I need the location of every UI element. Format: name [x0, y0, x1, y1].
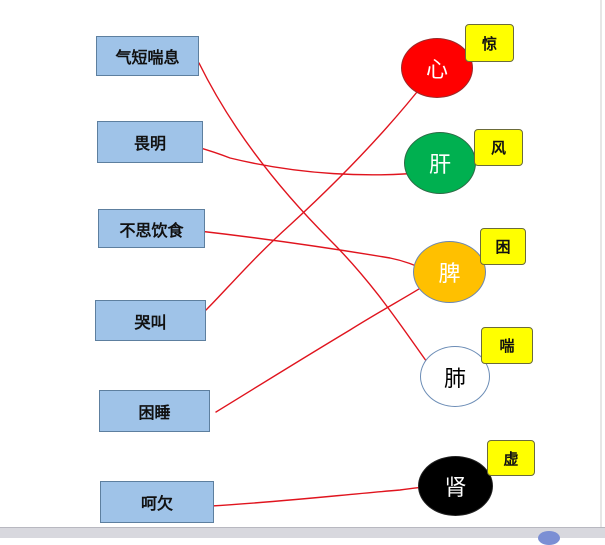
organ-label: 脾 [438, 262, 461, 287]
symptom-box-sleepiness: 困睡 [99, 390, 210, 432]
symptom-box-poor-appetite: 不思饮食 [98, 209, 205, 248]
scroll-knob-icon[interactable] [538, 531, 560, 545]
tag-wheeze: 喘 [481, 327, 533, 364]
tag-fright: 惊 [465, 24, 514, 62]
organ-circle-heart: 心 [401, 38, 473, 98]
symptom-label: 哭叫 [134, 312, 167, 332]
organ-label: 肾 [444, 476, 467, 501]
organ-label: 肺 [443, 366, 466, 392]
organ-label: 肝 [428, 153, 451, 178]
line-appetite-to-spleen [198, 230, 431, 273]
horizontal-scrollbar[interactable] [0, 527, 605, 538]
symptom-label: 困睡 [138, 403, 171, 422]
line-shortness-to-lung [198, 62, 441, 381]
symptom-box-yawning: 呵欠 [100, 481, 214, 523]
tag-label: 喘 [499, 337, 515, 355]
symptom-label: 呵欠 [140, 494, 173, 513]
tag-label: 困 [495, 238, 511, 256]
line-photophobia-to-liver [179, 141, 431, 176]
tag-label: 风 [490, 139, 506, 157]
symptom-box-shortness-of-breath: 气短喘息 [96, 36, 199, 76]
organ-circle-spleen: 脾 [413, 241, 486, 303]
window-edge [600, 0, 602, 527]
symptom-box-photophobia: 畏明 [97, 121, 203, 163]
symptom-label: 不思饮食 [119, 220, 184, 240]
symptom-label: 气短喘息 [115, 48, 180, 67]
organ-circle-kidney: 肾 [418, 456, 493, 516]
tag-fatigue: 困 [480, 228, 526, 265]
symptom-box-crying: 哭叫 [95, 300, 206, 341]
tag-deficiency: 虚 [487, 440, 535, 476]
tag-label: 虚 [503, 449, 519, 468]
organ-circle-lung: 肺 [420, 346, 490, 407]
organ-label: 心 [425, 58, 448, 83]
organ-circle-liver: 肝 [404, 132, 476, 194]
tag-label: 惊 [481, 34, 497, 53]
line-sleep-to-spleen [215, 274, 441, 413]
symptom-label: 畏明 [133, 134, 166, 153]
line-crying-to-heart [191, 81, 426, 323]
tag-wind: 风 [474, 129, 523, 166]
